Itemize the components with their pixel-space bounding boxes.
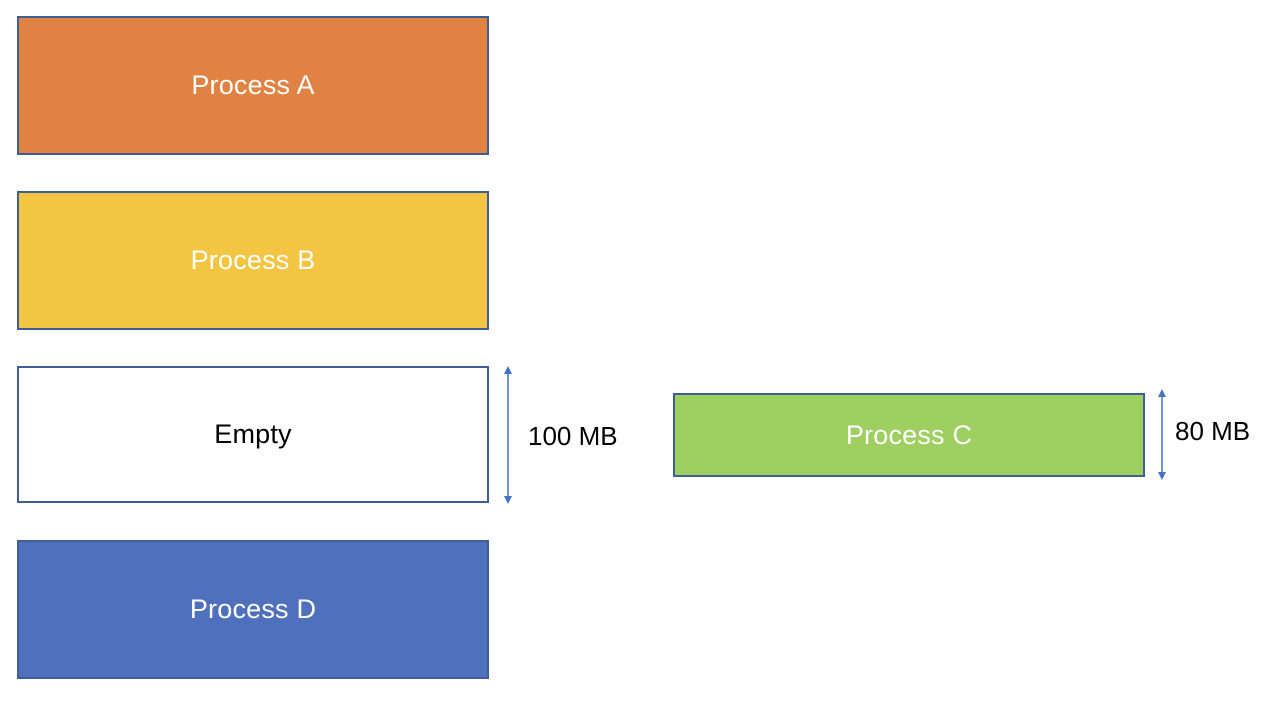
process-b-block: Process B [17,191,489,330]
process-d-label: Process D [189,594,317,624]
process-c-block: Process C [673,393,1145,477]
process-c-size-label: 80 MB [1175,416,1251,446]
empty-size-double-arrow-icon [502,366,514,504]
empty-label: Empty [214,419,292,449]
process-a-label: Process A [191,70,315,100]
empty-block: Empty [17,366,489,503]
process-d-block: Process D [17,540,489,679]
empty-size-label: 100 MB [528,421,618,451]
process-b-label: Process B [190,245,316,275]
process-c-size-double-arrow-icon [1156,389,1168,480]
process-a-block: Process A [17,16,489,155]
process-c-label: Process C [845,419,973,450]
